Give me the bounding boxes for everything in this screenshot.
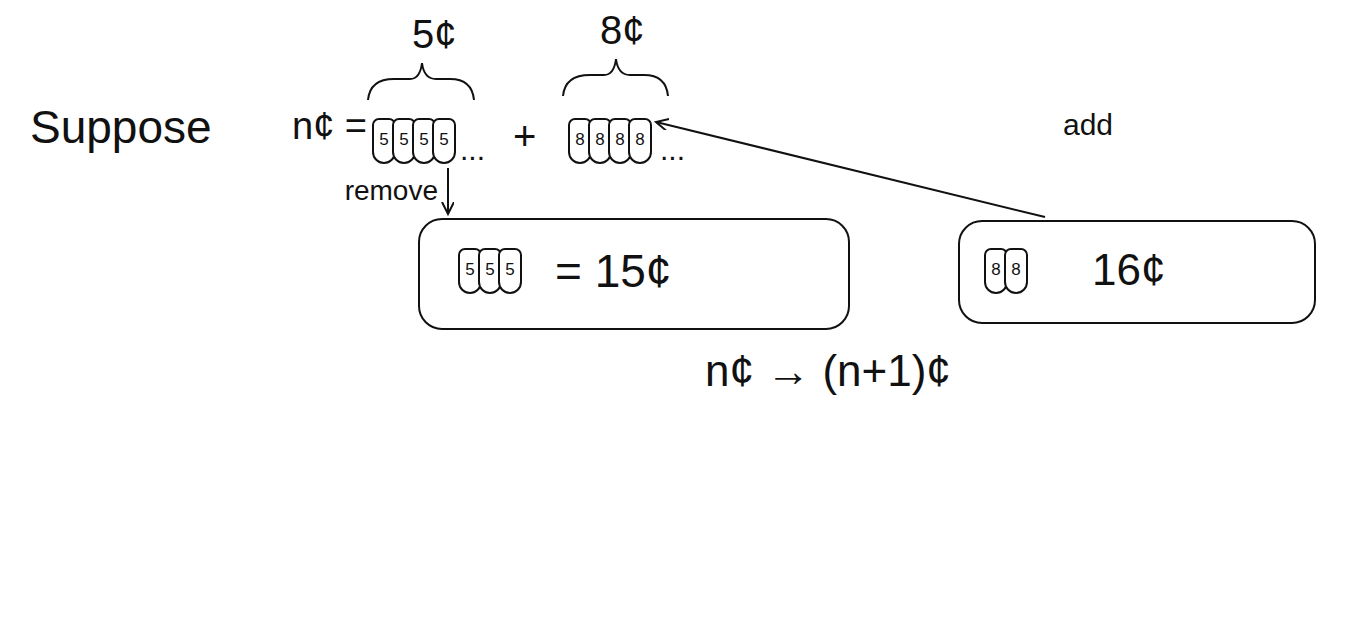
coin: 5: [498, 248, 522, 294]
coin: 5: [458, 248, 482, 294]
handwritten-label: +: [513, 112, 536, 160]
coin: 5: [392, 118, 416, 164]
coin-group-box: = 15¢ 555: [418, 218, 850, 330]
edge-label: add: [1063, 107, 1113, 143]
coin-value: 5: [414, 130, 434, 150]
coin-value: 8: [610, 130, 630, 150]
handwritten-label: 8¢: [600, 6, 645, 54]
coin: 8: [588, 118, 612, 164]
coin-value: 8: [630, 130, 650, 150]
coin: 8: [1004, 248, 1028, 294]
brace: [368, 63, 474, 100]
arrow-connector: [656, 122, 1045, 217]
edge-label: remove: [345, 174, 438, 208]
coin-group-box: 16¢ 88: [958, 220, 1316, 324]
coin: 5: [432, 118, 456, 164]
coin: 5: [372, 118, 396, 164]
coin-value: 5: [394, 130, 414, 150]
coin-value: 5: [500, 260, 520, 280]
arrow-connector: [447, 168, 449, 214]
amount-text: = 15¢: [555, 244, 671, 299]
coin-value: 8: [1006, 260, 1026, 280]
handwritten-label: ...: [460, 132, 485, 168]
coin-value: 5: [434, 130, 454, 150]
coin-value: 8: [570, 130, 590, 150]
coin-value: 5: [374, 130, 394, 150]
coin: 8: [628, 118, 652, 164]
handwritten-label: Suppose: [30, 100, 212, 155]
coin: 8: [568, 118, 592, 164]
amount-text: 16¢: [1092, 244, 1165, 297]
coin: 8: [984, 248, 1008, 294]
coin-value: 5: [480, 260, 500, 280]
coin: 5: [478, 248, 502, 294]
brace: [563, 59, 668, 96]
coin-value: 8: [590, 130, 610, 150]
handwritten-label: n¢ → (n+1)¢: [705, 345, 951, 398]
handwritten-label: n¢ =: [292, 104, 367, 150]
handwritten-label: 5¢: [412, 10, 457, 58]
handwritten-label: ...: [660, 132, 685, 168]
coin-value: 5: [460, 260, 480, 280]
label-layer: Supposen¢ =5¢8¢...+...n¢ → (n+1)¢removea…: [0, 0, 246, 55]
coin: 5: [412, 118, 436, 164]
coin: 8: [608, 118, 632, 164]
coin-value: 8: [986, 260, 1006, 280]
